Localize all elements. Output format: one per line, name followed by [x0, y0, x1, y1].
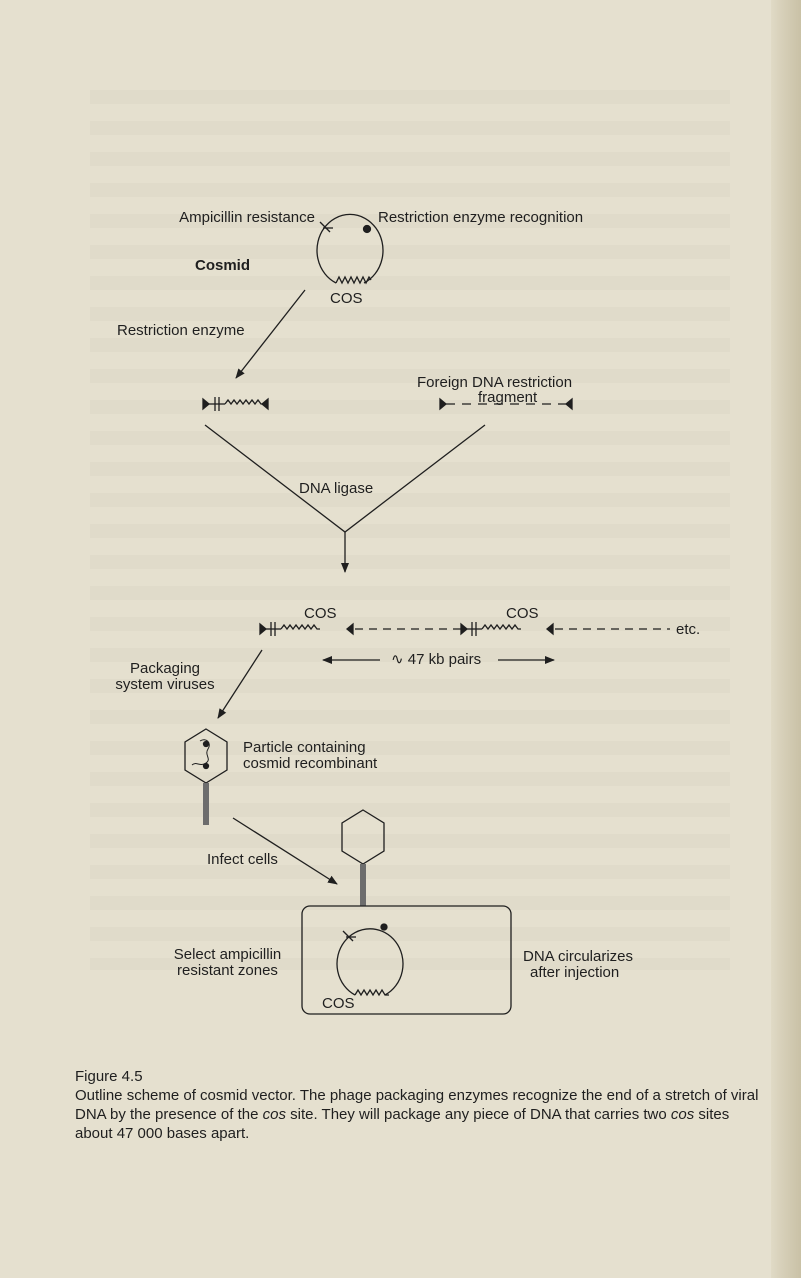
etc-label: etc.	[676, 621, 700, 638]
dna-ligase-label: DNA ligase	[299, 480, 373, 497]
infect-cells-label: Infect cells	[207, 851, 278, 868]
foreign-dna-label-line2: fragment	[478, 389, 537, 406]
restriction-recognition-label: Restriction enzyme recognition	[378, 209, 583, 226]
cos-site-label: COS	[330, 290, 363, 307]
cut-vector-fragment	[203, 397, 268, 411]
phage-particle	[185, 729, 227, 825]
circularized-dna	[337, 924, 403, 995]
ligase-v-lines	[205, 425, 485, 532]
select-label-line1: Select ampicillin	[160, 946, 295, 963]
circularizes-label-line2: after injection	[530, 964, 619, 981]
particle-label-line1: Particle containing	[243, 739, 366, 756]
cosmid-label: Cosmid	[195, 257, 250, 274]
figure-caption: Figure 4.5 Outline scheme of cosmid vect…	[75, 1067, 765, 1143]
packaging-label-line2: system viruses	[100, 676, 230, 693]
select-label-line2: resistant zones	[160, 962, 295, 979]
cos-right-label: COS	[506, 605, 539, 622]
caption-cos-1: cos	[263, 1106, 286, 1123]
cos-inner-label: COS	[322, 995, 355, 1012]
packaging-label-line1: Packaging	[100, 660, 230, 677]
cos-left-label: COS	[304, 605, 337, 622]
caption-text-2: site. They will package any piece of DNA…	[286, 1106, 671, 1123]
restriction-enzyme-label: Restriction enzyme	[117, 322, 245, 339]
concatemer-dna	[260, 622, 670, 636]
restriction-enzyme-arrow	[236, 290, 305, 378]
caption-cos-2: cos	[671, 1106, 694, 1123]
phage-on-cell	[342, 810, 384, 906]
caption-body: Outline scheme of cosmid vector. The pha…	[75, 1086, 765, 1143]
kb-pairs-label: ∿ 47 kb pairs	[391, 651, 481, 668]
circularizes-label-line1: DNA circularizes	[523, 948, 633, 965]
figure-number: Figure 4.5	[75, 1067, 765, 1086]
particle-label-line2: cosmid recombinant	[243, 755, 377, 772]
ampicillin-resistance-label: Ampicillin resistance	[120, 209, 315, 226]
cosmid-plasmid-circle	[317, 214, 383, 283]
